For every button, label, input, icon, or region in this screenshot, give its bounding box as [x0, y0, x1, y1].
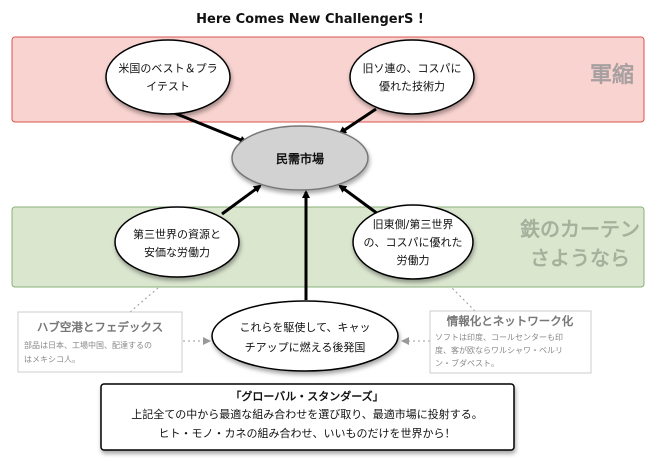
- note-info: 情報化とネットワーク化 ソフトは印度、コールセンターも印 度、客が欧ならワルシャ…: [429, 310, 592, 374]
- note-info-line: 度、客が欧ならワルシャワ・ベルリ: [435, 345, 563, 355]
- node-east-line: 労働力: [397, 253, 430, 267]
- node-third-world: 第三世界の資源と 安価な労働力: [114, 206, 240, 278]
- arrow-thirdworld-to-market: [221, 184, 262, 216]
- node-soviet-line: 優れた技術力: [379, 80, 445, 93]
- node-latecomers-line: これらを駆使して、キャッ: [239, 321, 370, 334]
- summary-line: ヒト・モノ・カネの組み合わせ、いいものだけを世界から！: [159, 426, 456, 440]
- iron-curtain-label-2: さようなら: [530, 246, 630, 270]
- disarmament-label: 軍縮: [590, 62, 634, 88]
- node-us-line: 米国のベスト＆プラ: [118, 62, 217, 75]
- node-third-world-line: 安価な労働力: [144, 245, 210, 259]
- node-market-label: 民需市場: [276, 151, 324, 166]
- summary-title: 「グローバル・スタンダーズ」: [230, 389, 383, 403]
- node-market: 民需市場: [231, 125, 369, 191]
- node-east-line: 旧東側/第三世界: [373, 217, 454, 231]
- node-us: 米国のベスト＆プラ イテスト: [105, 39, 231, 115]
- note-info-line: ソフトは印度、コールセンターも印: [435, 332, 563, 342]
- summary-box: 「グローバル・スタンダーズ」 上記全ての中から最適な組み合わせを選び取り、最適市…: [100, 383, 515, 451]
- node-us-line: イテスト: [146, 80, 190, 93]
- node-soviet: 旧ソ連の、コスパに 優れた技術力: [349, 39, 475, 115]
- note-hub-title: ハブ空港とフェデックス: [37, 320, 163, 334]
- dotted-connector: [129, 287, 159, 313]
- note-hub-line: 部品は日本、工場中国、配達するの: [24, 340, 152, 350]
- note-info-line: ン・ブダペスト。: [435, 358, 499, 368]
- node-east: 旧東側/第三世界 の、コスパに優れた 労働力: [352, 204, 474, 280]
- arrow-soviet-to-market: [338, 107, 377, 135]
- arrow-east-to-market: [338, 184, 379, 216]
- summary-line: 上記全ての中から最適な組み合わせを選び取り、最適市場に投射する。: [131, 407, 483, 421]
- diagram-title: Here Comes New ChallengerS !: [196, 12, 424, 27]
- note-info-title: 情報化とネットワーク化: [446, 314, 574, 328]
- node-third-world-line: 第三世界の資源と: [133, 227, 221, 241]
- iron-curtain-label-1: 鉄のカーテン: [520, 217, 640, 241]
- node-soviet-line: 旧ソ連の、コスパに: [363, 61, 462, 75]
- note-hub-line: はメキシコ人。: [24, 355, 80, 364]
- node-latecomers: これらを駆使して、キャッ チアップに燃える後発国: [211, 300, 399, 372]
- dotted-connector: [451, 287, 476, 312]
- node-east-line: の、コスパに優れた: [364, 236, 463, 249]
- node-latecomers-line: チアップに燃える後発国: [245, 340, 366, 354]
- note-hub: ハブ空港とフェデックス 部品は日本、工場中国、配達するの はメキシコ人。: [17, 311, 183, 373]
